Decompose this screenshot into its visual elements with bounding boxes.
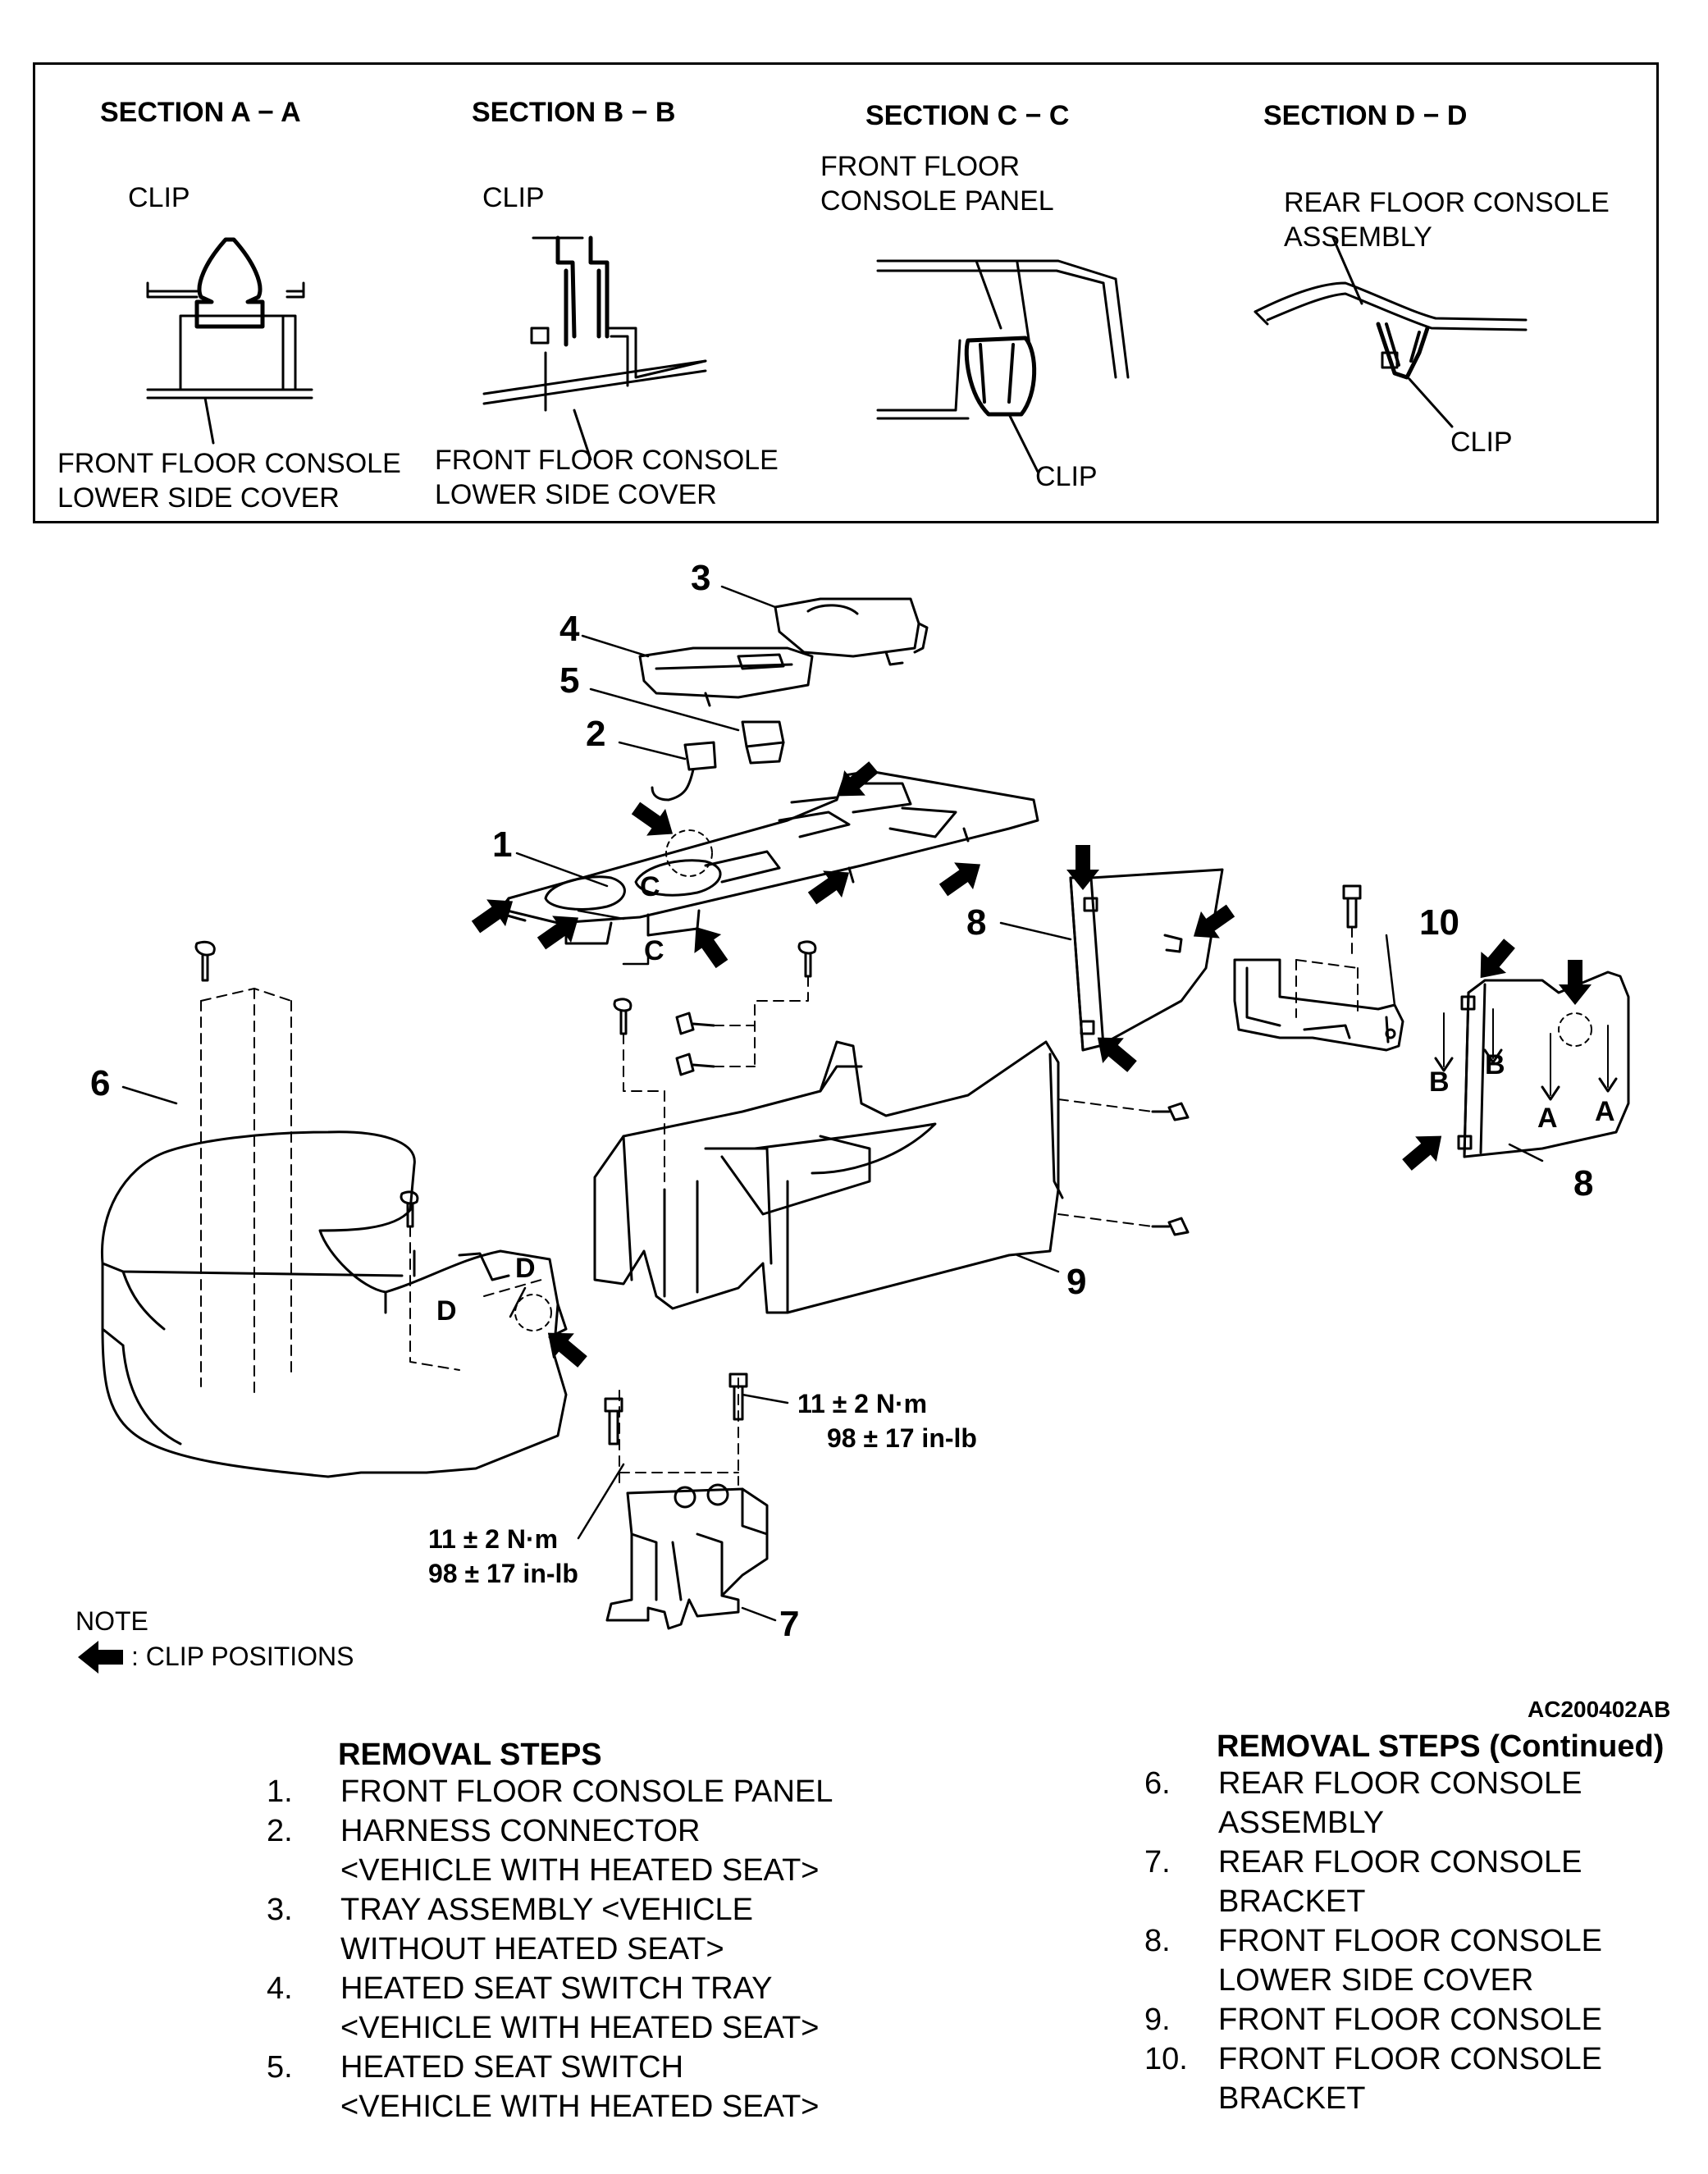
step-number: 4.	[267, 1971, 293, 2006]
callout-2: 2	[586, 714, 606, 754]
marker-c-lower: C	[644, 935, 664, 966]
front-floor-console-drawing	[593, 1040, 1064, 1314]
section-d-d-clip-label: CLIP	[1450, 427, 1513, 458]
step-number: 3.	[267, 1893, 293, 1927]
callout-1: 1	[492, 824, 513, 865]
front-console-bracket-drawing	[1233, 958, 1404, 1052]
section-views-frame	[33, 62, 1659, 523]
callout-4: 4	[559, 609, 580, 649]
section-b-b-title: SECTION B − B	[472, 97, 676, 128]
clip-position-arrows	[78, 761, 1592, 1674]
section-d-d-drawing	[1254, 236, 1528, 428]
section-b-b-part-label-line-2: LOWER SIDE COVER	[435, 479, 717, 510]
section-a-a-drawing	[146, 237, 313, 445]
marker-b-right: B	[1485, 1049, 1505, 1080]
step-text: FRONT FLOOR CONSOLE	[1218, 2042, 1603, 2076]
callout-5: 5	[559, 660, 580, 701]
step-text-line-2: WITHOUT HEATED SEAT>	[340, 1932, 724, 1966]
step-text-line-2: ASSEMBLY	[1218, 1806, 1385, 1840]
rear-console-bracket-drawing	[605, 1377, 769, 1630]
section-a-a-part-label-line-2: LOWER SIDE COVER	[57, 482, 340, 514]
marker-b-left: B	[1429, 1066, 1450, 1098]
step-number: 10.	[1144, 2042, 1188, 2076]
step-text-line-2: <VEHICLE WITH HEATED SEAT>	[340, 2090, 820, 2124]
step-text: FRONT FLOOR CONSOLE	[1218, 2003, 1603, 2037]
callout-3: 3	[691, 558, 711, 598]
section-c-c-part-label-line-1: FRONT FLOOR	[820, 151, 1021, 182]
step-text: REAR FLOOR CONSOLE	[1218, 1845, 1582, 1879]
torque-spec-right-nm: 11 ± 2 N·m	[797, 1389, 928, 1418]
note-clip-positions: : CLIP POSITIONS	[131, 1642, 354, 1671]
marker-d-upper: D	[515, 1253, 536, 1284]
torque-spec-left-inlb: 98 ± 17 in-lb	[428, 1559, 578, 1588]
section-b-b-drawing	[482, 235, 707, 461]
harness-connector-drawing	[651, 741, 717, 802]
callout-8-right: 8	[1573, 1163, 1594, 1203]
section-a-a-part-label-line-1: FRONT FLOOR CONSOLE	[57, 448, 401, 479]
section-b-b-clip-label: CLIP	[482, 182, 545, 213]
figure-code: AC200402AB	[1528, 1697, 1671, 1722]
torque-spec-right-inlb: 98 ± 17 in-lb	[827, 1423, 977, 1453]
section-c-c-part-label-line-2: CONSOLE PANEL	[820, 185, 1054, 217]
removal-steps-continued-title: REMOVAL STEPS (Continued)	[1217, 1729, 1665, 1764]
step-text-line-2: BRACKET	[1218, 2081, 1366, 2116]
step-text-line-2: <VEHICLE WITH HEATED SEAT>	[340, 1853, 820, 1888]
section-a-a-clip-label: CLIP	[128, 182, 190, 213]
torque-spec-left-nm: 11 ± 2 N·m	[428, 1524, 559, 1554]
section-b-b-part-label-line-1: FRONT FLOOR CONSOLE	[435, 445, 779, 476]
step-text-line-2: LOWER SIDE COVER	[1218, 1963, 1534, 1998]
step-number: 1.	[267, 1774, 293, 1809]
tray-assembly-drawing	[774, 597, 929, 666]
lower-side-cover-drawing-left	[1069, 868, 1224, 1052]
step-number: 5.	[267, 2050, 293, 2085]
switch-drawing	[741, 720, 785, 765]
removal-steps-title: REMOVAL STEPS	[338, 1738, 602, 1772]
step-number: 8.	[1144, 1924, 1171, 1958]
section-c-c-drawing	[876, 259, 1130, 473]
section-a-a-title: SECTION A − A	[100, 97, 301, 128]
step-text: REAR FLOOR CONSOLE	[1218, 1766, 1582, 1801]
step-number: 6.	[1144, 1766, 1171, 1801]
step-number: 9.	[1144, 2003, 1171, 2037]
step-text: FRONT FLOOR CONSOLE	[1218, 1924, 1603, 1958]
callout-7: 7	[779, 1604, 800, 1644]
section-c-c-clip-label: CLIP	[1035, 461, 1098, 492]
section-d-d-title: SECTION D − D	[1263, 100, 1468, 131]
marker-a-right: A	[1595, 1096, 1615, 1127]
step-number: 2.	[267, 1814, 293, 1848]
step-text-line-2: <VEHICLE WITH HEATED SEAT>	[340, 2011, 820, 2045]
step-text: FRONT FLOOR CONSOLE PANEL	[340, 1774, 833, 1809]
step-text: HEATED SEAT SWITCH	[340, 2050, 684, 2085]
front-floor-console-panel-drawing	[499, 770, 1039, 945]
step-number: 7.	[1144, 1845, 1171, 1879]
section-d-d-part-label-line-2: ASSEMBLY	[1284, 222, 1432, 253]
leader-lines	[121, 585, 1544, 1622]
marker-d-lower: D	[436, 1295, 457, 1327]
section-d-d-part-label-line-1: REAR FLOOR CONSOLE	[1284, 187, 1610, 218]
assembly-dashed-lines	[409, 926, 1353, 1371]
callout-10: 10	[1419, 902, 1459, 943]
callout-9: 9	[1066, 1262, 1087, 1302]
rear-floor-console-drawing	[100, 988, 568, 1478]
step-text: TRAY ASSEMBLY <VEHICLE	[340, 1893, 754, 1927]
callout-8-left: 8	[966, 902, 987, 943]
marker-c-upper: C	[640, 871, 660, 902]
note-title: NOTE	[75, 1606, 148, 1636]
step-text: HARNESS CONNECTOR	[340, 1814, 701, 1848]
step-text-line-2: BRACKET	[1218, 1884, 1366, 1919]
step-text: HEATED SEAT SWITCH TRAY	[340, 1971, 773, 2006]
callout-6: 6	[90, 1063, 111, 1103]
section-c-c-title: SECTION C − C	[865, 100, 1070, 131]
fasteners	[194, 884, 1362, 1446]
marker-a-left: A	[1537, 1103, 1558, 1134]
switch-tray-drawing	[638, 646, 814, 707]
lower-side-cover-drawing-right	[1434, 971, 1630, 1158]
